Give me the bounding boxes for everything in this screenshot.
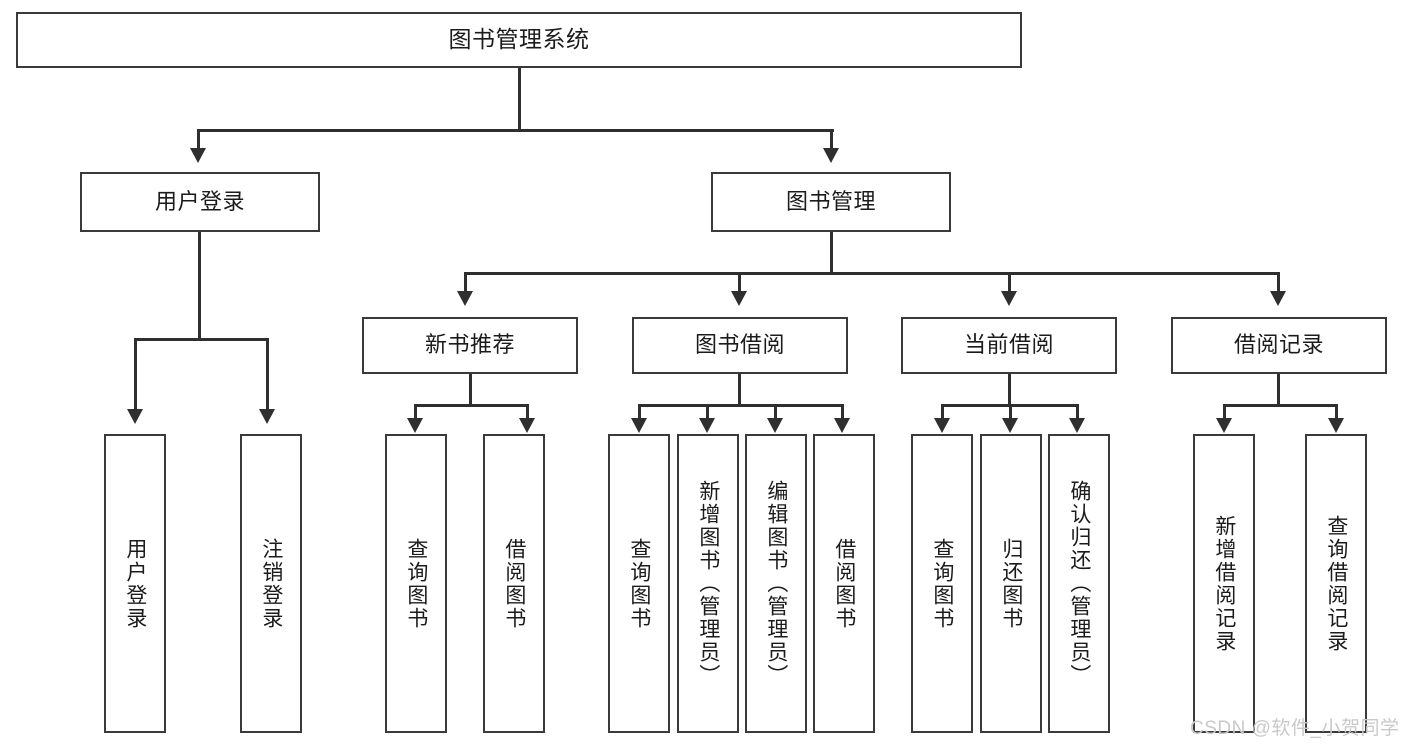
connector-level2-bus <box>197 129 834 132</box>
node-book-manage[interactable]: 图书管理 <box>711 172 951 232</box>
connector-book-borrow-stem <box>738 374 741 406</box>
connector-drop-query-record <box>1335 404 1338 422</box>
arrowhead-current-borrow <box>1001 291 1017 306</box>
connector-drop-add-book <box>706 404 709 422</box>
arrowhead-book-borrow <box>731 291 747 306</box>
connector-drop-new-book-rec <box>464 272 467 294</box>
connector-new-book-rec-stem <box>469 374 472 406</box>
connector-new-book-rec-bus <box>414 404 529 407</box>
node-root-book-management-system[interactable]: 图书管理系统 <box>16 12 1022 68</box>
node-label: 借阅记录 <box>1233 332 1324 358</box>
arrowhead-edit-book <box>767 418 783 433</box>
connector-drop-borrow-book-2 <box>841 404 844 422</box>
connector-drop-leaf-logout <box>266 338 269 412</box>
leaf-confirm-return-admin[interactable]: 确认归还（管理员） <box>1048 434 1110 733</box>
leaf-edit-book-admin[interactable]: 编辑图书（管理员） <box>745 434 807 733</box>
arrowhead-query-book-1 <box>407 418 423 433</box>
connector-drop-current-borrow <box>1008 272 1011 294</box>
connector-drop-query-book-2 <box>638 404 641 422</box>
connector-root-stem <box>518 68 521 131</box>
leaf-query-borrow-record[interactable]: 查询借阅记录 <box>1305 434 1367 733</box>
connector-drop-borrow-book-1 <box>526 404 529 422</box>
connector-book-borrow-bus <box>638 404 844 407</box>
leaf-borrow-book[interactable]: 借阅图书 <box>813 434 875 733</box>
connector-drop-book-borrow <box>738 272 741 294</box>
node-label: 用户登录 <box>123 537 147 630</box>
connector-book-manage-stem <box>830 232 833 274</box>
arrowhead-add-record <box>1216 418 1232 433</box>
arrowhead-query-record <box>1328 418 1344 433</box>
connector-drop-leaf-user-login <box>134 338 137 412</box>
connector-borrow-record-bus <box>1223 404 1338 407</box>
node-label: 查询图书 <box>930 537 954 630</box>
leaf-borrow-book-new-rec[interactable]: 借阅图书 <box>483 434 545 733</box>
node-borrow-record[interactable]: 借阅记录 <box>1171 317 1387 374</box>
arrowhead-return-book <box>1002 418 1018 433</box>
connector-user-login-bus <box>134 338 269 341</box>
node-label: 新增图书（管理员） <box>696 480 720 687</box>
connector-drop-query-book-3 <box>941 404 944 422</box>
node-label: 新增借阅记录 <box>1212 514 1236 653</box>
arrowhead-user-login <box>190 148 206 163</box>
node-label: 用户登录 <box>154 188 245 214</box>
leaf-user-login[interactable]: 用户登录 <box>104 434 166 733</box>
node-label: 确认归还（管理员） <box>1067 480 1091 687</box>
csdn-watermark: CSDN @软件_小贺同学 <box>1190 718 1400 739</box>
node-label: 当前借阅 <box>963 332 1054 358</box>
connector-drop-edit-book <box>774 404 777 422</box>
connector-current-borrow-stem <box>1008 374 1011 406</box>
leaf-query-book-new-rec[interactable]: 查询图书 <box>385 434 447 733</box>
connector-drop-user-login <box>197 129 200 151</box>
node-label: 查询借阅记录 <box>1324 514 1348 653</box>
leaf-add-borrow-record[interactable]: 新增借阅记录 <box>1193 434 1255 733</box>
node-label: 注销登录 <box>259 537 283 630</box>
connector-drop-add-record <box>1223 404 1226 422</box>
node-book-borrow[interactable]: 图书借阅 <box>632 317 848 374</box>
connector-user-login-stem <box>198 232 201 340</box>
node-label: 借阅图书 <box>832 537 856 630</box>
arrowhead-leaf-user-login <box>127 409 143 424</box>
arrowhead-borrow-book-1 <box>519 418 535 433</box>
leaf-add-book-admin[interactable]: 新增图书（管理员） <box>677 434 739 733</box>
node-label: 查询图书 <box>404 537 428 630</box>
connector-drop-book-manage <box>830 129 833 151</box>
connector-level3-bus <box>464 272 1280 275</box>
arrowhead-leaf-logout <box>259 409 275 424</box>
node-label: 新书推荐 <box>424 332 515 358</box>
arrowhead-query-book-2 <box>631 418 647 433</box>
arrowhead-borrow-record <box>1270 291 1286 306</box>
node-label: 图书管理系统 <box>448 26 590 53</box>
connector-drop-return-book <box>1009 404 1012 422</box>
connector-drop-query-book-1 <box>414 404 417 422</box>
node-label: 图书借阅 <box>694 332 785 358</box>
arrowhead-query-book-3 <box>934 418 950 433</box>
node-new-book-recommend[interactable]: 新书推荐 <box>362 317 578 374</box>
connector-drop-confirm-return <box>1076 404 1079 422</box>
arrowhead-new-book-rec <box>457 291 473 306</box>
leaf-return-book[interactable]: 归还图书 <box>980 434 1042 733</box>
node-label: 图书管理 <box>785 188 876 214</box>
node-label: 借阅图书 <box>502 537 526 630</box>
node-label: 归还图书 <box>999 537 1023 630</box>
leaf-query-book-current[interactable]: 查询图书 <box>911 434 973 733</box>
arrowhead-add-book <box>699 418 715 433</box>
connector-borrow-record-stem <box>1277 374 1280 406</box>
node-label: 查询图书 <box>627 537 651 630</box>
connector-drop-borrow-record <box>1277 272 1280 294</box>
leaf-logout-login[interactable]: 注销登录 <box>240 434 302 733</box>
node-label: 编辑图书（管理员） <box>764 480 788 687</box>
arrowhead-book-manage <box>823 148 839 163</box>
arrowhead-confirm-return <box>1069 418 1085 433</box>
node-user-login[interactable]: 用户登录 <box>80 172 320 232</box>
leaf-query-book-borrow[interactable]: 查询图书 <box>608 434 670 733</box>
node-current-borrow[interactable]: 当前借阅 <box>901 317 1117 374</box>
arrowhead-borrow-book-2 <box>834 418 850 433</box>
